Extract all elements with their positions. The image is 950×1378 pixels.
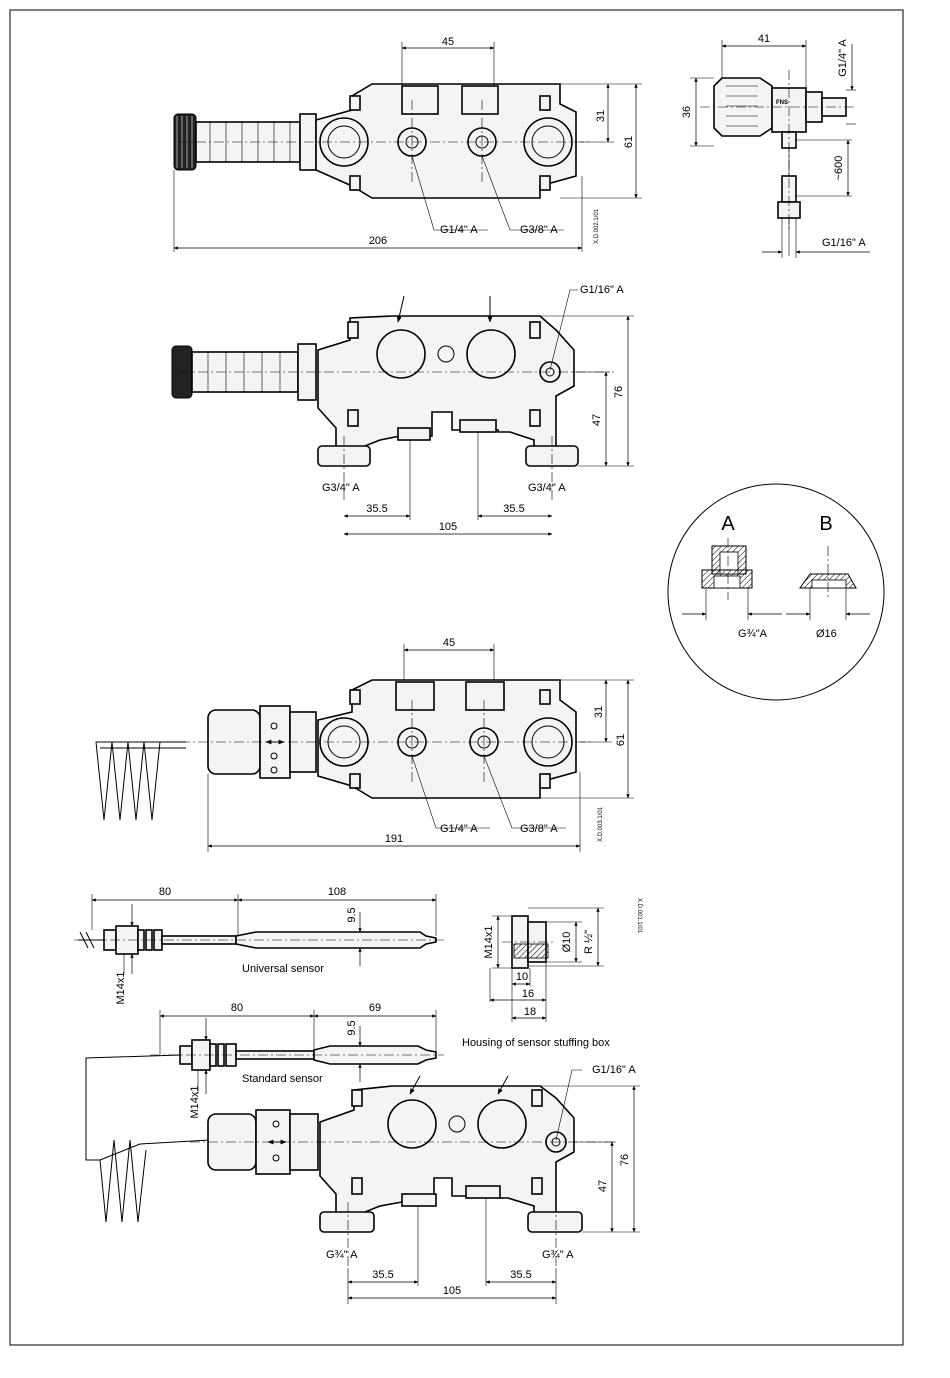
dim-36: 36 xyxy=(681,106,693,118)
drawing-3-valve-sensor-top-view: 45 31 61 191 G1/4" A G3/8" A X.D.003.1/0… xyxy=(95,637,634,852)
drawing-4-valve-sensor-front-view: G1/16" A 76 47 G¾" A G¾" A 35.5 35.5 105 xyxy=(85,1054,640,1304)
label-g34-right: G3/4" A xyxy=(528,482,566,494)
dim-47: 47 xyxy=(591,414,603,426)
thread-a: G¾"A xyxy=(738,628,768,640)
dim-9-5: 9.5 xyxy=(346,1020,358,1035)
dim-76: 76 xyxy=(613,386,625,398)
drawing-1-valve-top-view: 45 31 61 206 G1/4" A G3/8" A X.D.002.1/0… xyxy=(173,36,642,252)
dim-600: ~600 xyxy=(833,156,845,181)
diameter-b: Ø16 xyxy=(816,628,837,640)
dim-35-5-left: 35.5 xyxy=(366,503,387,515)
dim-80: 80 xyxy=(159,886,171,898)
dim-47: 47 xyxy=(597,1180,609,1192)
dim-191: 191 xyxy=(385,833,403,845)
dim-dia-10: Ø10 xyxy=(561,932,573,953)
dim-18: 18 xyxy=(524,1006,536,1018)
dim-61: 61 xyxy=(623,136,635,148)
sheet-border xyxy=(9,9,904,1346)
dim-10: 10 xyxy=(516,971,528,983)
label-g116: G1/16" A xyxy=(580,284,624,296)
label-g38: G3/8" A xyxy=(520,224,558,236)
drawing-code: X.D.003.1/01 xyxy=(598,806,604,842)
dim-105: 105 xyxy=(443,1285,461,1297)
label-g116: G1/16" A xyxy=(592,1064,636,1076)
dim-9-5: 9.5 xyxy=(346,907,358,922)
thread-m14x1: M14x1 xyxy=(189,1085,201,1118)
label-g116: G1/16" A xyxy=(822,237,866,249)
dim-206: 206 xyxy=(369,235,387,247)
label-g34-right: G¾" A xyxy=(542,1249,574,1261)
dim-35-5-left: 35.5 xyxy=(372,1269,393,1281)
thread-m14x1: M14x1 xyxy=(115,971,127,1004)
dim-105: 105 xyxy=(439,521,457,533)
dim-45: 45 xyxy=(442,36,454,48)
label-g14: G1/4" A xyxy=(440,823,478,835)
dim-80: 80 xyxy=(231,1002,243,1014)
drawing-2-valve-front-view: G1/16" A 76 47 G3/4" A G3/4" A 35.5 35.5… xyxy=(171,284,634,536)
dim-45: 45 xyxy=(443,637,455,649)
drawing-code: X.D.002.1/01 xyxy=(594,208,600,244)
universal-sensor: 80 108 9.5 M14x1 Universal sensor xyxy=(74,886,444,1005)
detail-label-a: A xyxy=(721,513,735,535)
label-g14: G1/4" A xyxy=(440,224,478,236)
standard-sensor-caption: Standard sensor xyxy=(242,1073,323,1085)
dim-69: 69 xyxy=(369,1002,381,1014)
dim-76: 76 xyxy=(619,1154,631,1166)
dim-31: 31 xyxy=(593,706,605,718)
drawing-code: X.D.001.1/01 xyxy=(636,898,642,934)
dim-35-5-right: 35.5 xyxy=(510,1269,531,1281)
label-g14: G1/4" A xyxy=(837,39,849,77)
dim-r-half: R ½" xyxy=(583,930,595,954)
label-g38: G3/8" A xyxy=(520,823,558,835)
label-g34-left: G¾" A xyxy=(326,1249,358,1261)
dim-16: 16 xyxy=(522,988,534,1000)
dim-41: 41 xyxy=(758,33,770,45)
dim-31: 31 xyxy=(595,110,607,122)
standard-sensor: 80 69 9.5 M14x1 Standard sensor xyxy=(150,1002,444,1119)
dim-35-5-right: 35.5 xyxy=(503,503,524,515)
detail-label-b: B xyxy=(819,513,832,535)
sensor-housing: X.D.001.1/01 Ø10 R ½" M14x1 10 16 18 Hou… xyxy=(462,898,642,1049)
dim-108: 108 xyxy=(328,886,346,898)
universal-sensor-caption: Universal sensor xyxy=(242,963,324,975)
thread-m14x1: M14x1 xyxy=(483,925,495,958)
detail-a-b: A B G¾"A Ø16 xyxy=(667,483,885,701)
dim-61: 61 xyxy=(615,734,627,746)
brand-label: FNS xyxy=(776,100,788,106)
drawing-side-view: FNS 41 36 G1/4" A ~600 G1/16" xyxy=(681,33,870,258)
label-g34-left: G3/4" A xyxy=(322,482,360,494)
housing-caption: Housing of sensor stuffing box xyxy=(462,1037,610,1049)
